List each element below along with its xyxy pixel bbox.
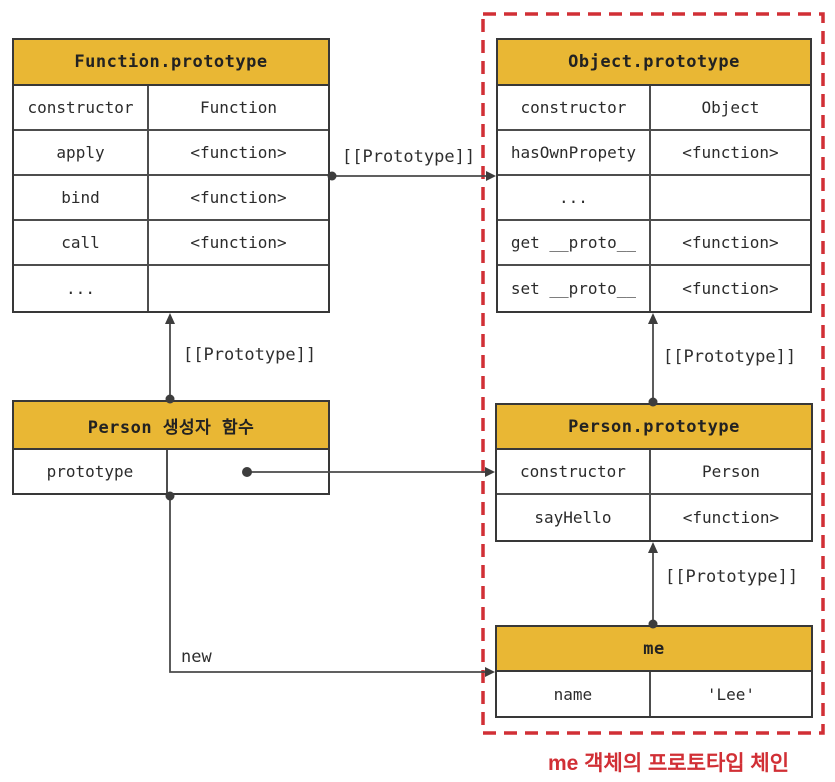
cell-value: <function>	[682, 508, 780, 527]
cell-key: apply	[14, 131, 150, 174]
cell-value	[651, 176, 810, 219]
cell-key: set __proto__	[498, 266, 651, 311]
table-person-prototype: Person.prototype constructor Person sayH…	[495, 403, 813, 542]
cell-key: call	[14, 221, 150, 264]
prototype-label-top: [[Prototype]]	[342, 147, 476, 167]
table-row: ...	[14, 266, 328, 311]
table-row: constructor Object	[498, 86, 810, 131]
cell-value: 'Lee'	[706, 684, 756, 704]
cell-value: Person	[702, 462, 760, 481]
prototype-label-right-upper: [[Prototype]]	[663, 347, 797, 367]
table-me: me name 'Lee'	[495, 625, 813, 718]
table-header: Function.prototype	[14, 40, 328, 86]
table-object-prototype: Object.prototype constructor Object hasO…	[496, 38, 812, 313]
table-row: get __proto__ <function>	[498, 221, 810, 266]
cell-key: constructor	[498, 86, 651, 129]
arrow-function-to-object	[327, 171, 496, 181]
table-header: Person 생성자 함수	[14, 402, 328, 450]
cell-value: <function>	[682, 143, 779, 162]
table-row: apply <function>	[14, 131, 328, 176]
table-row: sayHello <function>	[497, 495, 811, 540]
cell-key: bind	[14, 176, 150, 219]
new-label: new	[181, 647, 212, 667]
cell-value: <function>	[682, 233, 779, 252]
table-row: bind <function>	[14, 176, 328, 221]
table-row: hasOwnPropety <function>	[498, 131, 810, 176]
cell-key: constructor	[497, 450, 651, 493]
table-row: set __proto__ <function>	[498, 266, 810, 311]
table-row: name 'Lee'	[497, 672, 811, 716]
arrow-new-to-me	[165, 491, 495, 677]
cell-value: <function>	[190, 233, 287, 252]
arrow-me-to-personproto	[648, 542, 658, 629]
table-row: constructor Person	[497, 450, 811, 495]
cell-value: <function>	[190, 188, 287, 207]
cell-value: <function>	[190, 143, 287, 162]
cell-value	[168, 450, 328, 493]
table-header: me	[497, 627, 811, 672]
prototype-label-left: [[Prototype]]	[183, 345, 317, 365]
cell-key: sayHello	[497, 495, 651, 540]
table-row: constructor Function	[14, 86, 328, 131]
cell-key: get __proto__	[498, 221, 651, 264]
table-person-constructor: Person 생성자 함수 prototype	[12, 400, 330, 495]
table-row: call <function>	[14, 221, 328, 266]
cell-key: name	[497, 672, 651, 716]
cell-key: constructor	[14, 86, 150, 129]
table-row: prototype	[14, 450, 328, 493]
cell-value: Object	[701, 98, 760, 117]
table-row: ...	[498, 176, 810, 221]
arrow-person-to-function	[165, 313, 175, 404]
table-function-prototype: Function.prototype constructor Function …	[12, 38, 330, 313]
cell-key: prototype	[14, 450, 168, 493]
cell-key: ...	[14, 266, 150, 311]
arrow-personproto-to-objectproto	[648, 313, 658, 407]
prototype-label-right-lower: [[Prototype]]	[665, 567, 799, 587]
cell-key: ...	[498, 176, 651, 219]
cell-value: Function	[199, 98, 278, 117]
cell-value: <function>	[682, 279, 779, 298]
cell-value	[149, 266, 328, 311]
table-header: Person.prototype	[497, 405, 811, 450]
chain-caption: me 객체의 프로토타입 체인	[548, 752, 790, 775]
table-header: Object.prototype	[498, 40, 810, 86]
cell-key: hasOwnPropety	[498, 131, 651, 174]
